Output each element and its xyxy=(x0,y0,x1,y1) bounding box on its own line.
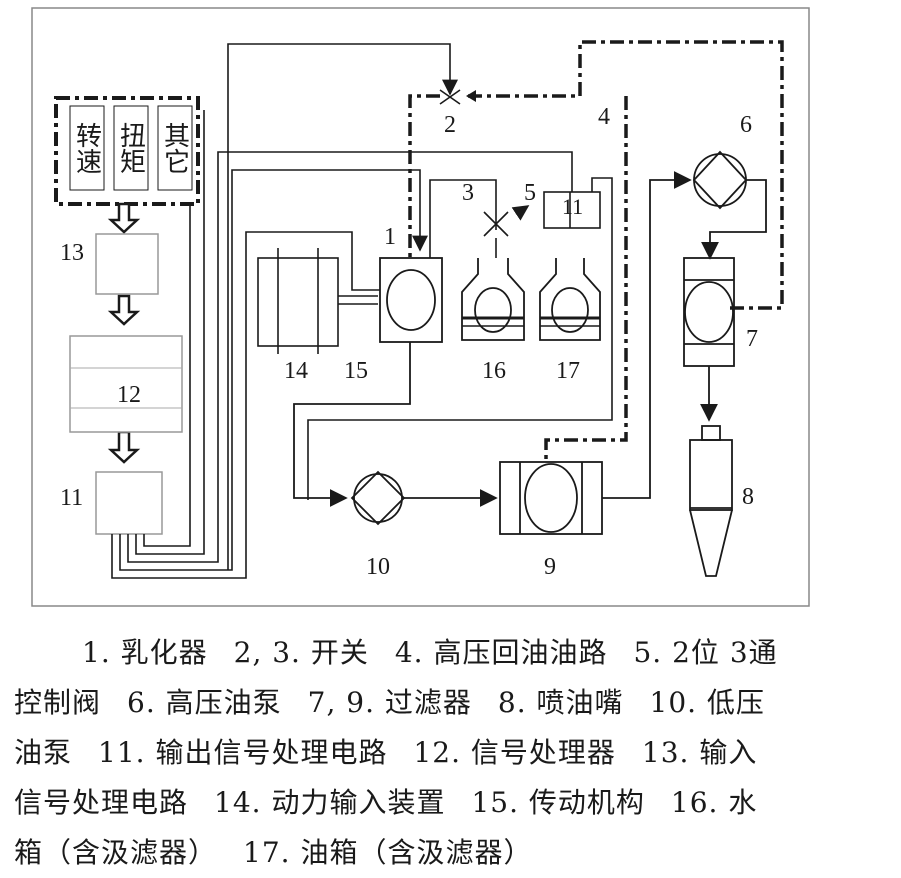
signal-wires xyxy=(111,43,573,579)
hollow-arrow-2 xyxy=(107,294,141,326)
label-5: 5 xyxy=(524,180,536,206)
emulsifier-1 xyxy=(379,257,443,343)
output-signal-circuit-11 xyxy=(95,471,163,535)
caption-item: 17. 油箱（含汲滤器） xyxy=(243,836,533,869)
label-7: 7 xyxy=(746,326,758,352)
input-signal-circuit-13 xyxy=(95,233,159,295)
label-3: 3 xyxy=(462,180,474,206)
caption-item: 13. 输入 xyxy=(641,736,758,769)
oil-tank-17 xyxy=(539,258,601,341)
caption-item: 14. 动力输入装置 xyxy=(214,786,446,819)
other-input-box xyxy=(157,105,193,191)
label-4: 4 xyxy=(598,104,610,130)
torque-input-label: 扭矩 xyxy=(117,122,146,174)
high-pressure-pump-6 xyxy=(692,150,767,260)
caption-line: 信号处理电路 14. 动力输入装置 15. 传动机构 16. 水 xyxy=(14,778,888,828)
label-8: 8 xyxy=(742,484,754,510)
caption-item: 12. 信号处理器 xyxy=(413,736,616,769)
control-valve-5 xyxy=(307,177,613,500)
speed-input-label: 转速 xyxy=(73,122,102,174)
other-input-label: 其它 xyxy=(161,122,190,174)
caption-item: 5. 2位 3通 xyxy=(633,636,778,669)
label-17: 17 xyxy=(556,358,580,384)
switch-2 xyxy=(439,89,461,105)
label-6: 6 xyxy=(740,112,752,138)
caption-item: 油泵 xyxy=(14,736,73,769)
power-input-14 xyxy=(257,248,378,354)
input-sensor-group: 转速 扭矩 其它 xyxy=(54,96,200,206)
torque-input-box xyxy=(113,105,149,191)
signal-processor-12 xyxy=(69,335,183,433)
label-12: 12 xyxy=(117,382,141,408)
caption-item: 16. 水 xyxy=(670,786,758,819)
filter-7 xyxy=(683,257,735,422)
caption-item: 11. 输出信号处理电路 xyxy=(98,736,388,769)
label-13: 13 xyxy=(60,240,84,266)
caption-line: 控制阀 6. 高压油泵 7, 9. 过滤器 8. 喷油嘴 10. 低压 xyxy=(14,678,888,728)
caption-item: 10. 低压 xyxy=(649,686,765,719)
label-11-left: 11 xyxy=(60,485,83,511)
diagram-frame xyxy=(31,7,810,607)
water-tank-16 xyxy=(461,258,525,341)
figure-caption: 1. 乳化器 2, 3. 开关 4. 高压回油油路 5. 2位 3通控制阀 6. 高压油… xyxy=(14,628,888,878)
switch-3 xyxy=(429,179,530,258)
caption-item: 7, 9. 过滤器 xyxy=(307,686,472,719)
caption-item: 8. 喷油嘴 xyxy=(497,686,624,719)
label-9: 9 xyxy=(544,554,556,580)
label-15: 15 xyxy=(344,358,368,384)
caption-line: 油泵 11. 输出信号处理电路 12. 信号处理器 13. 输入 xyxy=(14,728,888,778)
caption-item: 1. 乳化器 xyxy=(82,636,208,669)
caption-item: 6. 高压油泵 xyxy=(127,686,282,719)
caption-item: 箱（含汲滤器） xyxy=(14,836,218,869)
filter-9 xyxy=(499,171,692,535)
label-2: 2 xyxy=(444,112,456,138)
caption-item: 2, 3. 开关 xyxy=(233,636,369,669)
speed-input-box xyxy=(69,105,105,191)
hollow-arrows xyxy=(107,202,141,464)
caption-item: 控制阀 xyxy=(14,686,102,719)
label-14: 14 xyxy=(284,358,308,384)
injector-nozzle-8 xyxy=(689,425,733,577)
label-11-valve: 11 xyxy=(562,194,583,219)
return-oil-path-4 xyxy=(408,40,784,462)
hollow-arrow-3 xyxy=(107,430,141,464)
caption-item: 4. 高压回油油路 xyxy=(394,636,608,669)
caption-line: 1. 乳化器 2, 3. 开关 4. 高压回油油路 5. 2位 3通 xyxy=(14,628,888,678)
caption-item: 信号处理电路 xyxy=(14,786,189,819)
system-diagram: 转速 扭矩 其它 13 12 11 14 15 1 xyxy=(31,7,810,607)
label-16: 16 xyxy=(482,358,506,384)
label-1: 1 xyxy=(384,224,396,250)
caption-line: 箱（含汲滤器） 17. 油箱（含汲滤器） xyxy=(14,828,888,878)
hollow-arrow-1 xyxy=(107,202,141,234)
label-10: 10 xyxy=(366,554,390,580)
low-pressure-pump-10 xyxy=(293,342,498,526)
caption-item: 15. 传动机构 xyxy=(471,786,645,819)
